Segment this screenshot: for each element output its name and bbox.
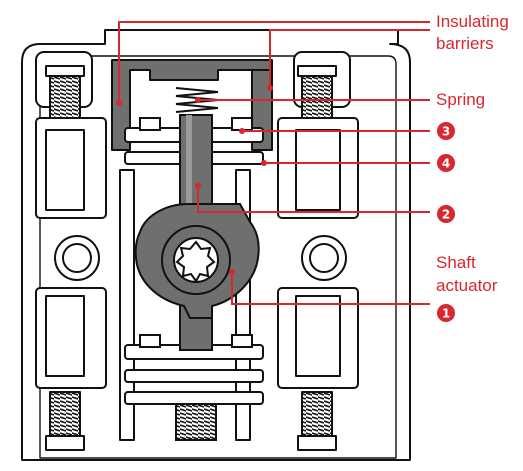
callout-2 xyxy=(197,186,430,213)
marker-2: 2 xyxy=(437,205,455,223)
label-shaft-line2: actuator xyxy=(436,276,498,295)
marker-1-number: 1 xyxy=(442,307,450,321)
marker-4-number: 4 xyxy=(442,157,450,171)
lower-contact-bridges xyxy=(124,334,264,441)
marker-3-number: 3 xyxy=(442,125,450,139)
marker-3: 3 xyxy=(437,122,455,140)
callout-insulating-right xyxy=(269,29,430,88)
marker-4: 4 xyxy=(437,154,455,172)
label-shaft-line1: Shaft xyxy=(436,253,476,272)
shaft-actuator-cam xyxy=(134,203,260,319)
label-spring: Spring xyxy=(436,90,485,109)
callout-dots xyxy=(116,85,273,275)
marker-1: 1 xyxy=(437,304,455,322)
label-insulating-line1: Insulating xyxy=(436,12,509,31)
marker-2-number: 2 xyxy=(442,208,450,222)
callout-insulating-left xyxy=(118,21,430,103)
callout-shaft xyxy=(231,272,430,305)
label-insulating-line2: barriers xyxy=(436,34,494,53)
callout-lines xyxy=(118,21,430,305)
